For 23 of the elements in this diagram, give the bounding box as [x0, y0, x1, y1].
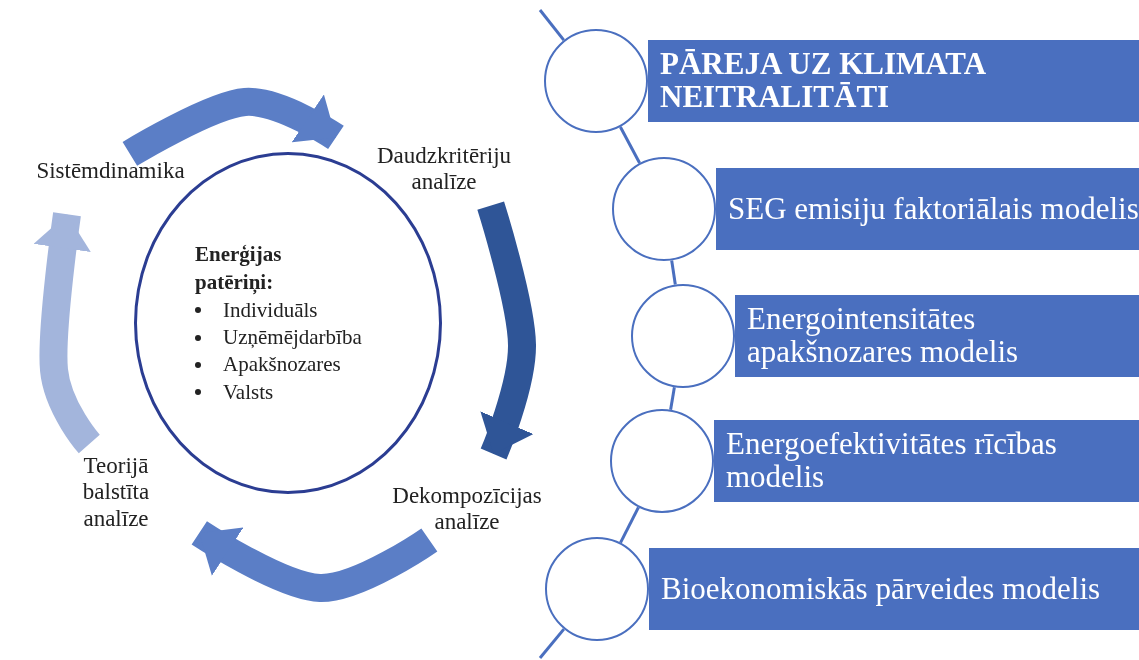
- model-bar: Bioekonomiskās pārveides modelis: [649, 548, 1139, 630]
- model-bar: PĀREJA UZ KLIMATA NEITRALITĀTI: [648, 40, 1139, 122]
- model-bar: Energointensitātes apakšnozares modelis: [735, 295, 1139, 377]
- curved-arrow: [191, 521, 438, 602]
- method-label: Teorijā balstīta analīze: [60, 453, 172, 533]
- list-item: Valsts: [223, 378, 274, 406]
- timeline-line: [619, 506, 640, 544]
- timeline-line: [538, 628, 566, 659]
- model-bar: SEG emisiju faktoriālais modelis: [716, 168, 1139, 250]
- timeline-line: [538, 9, 565, 42]
- method-label: Daudzkritēriju analīze: [355, 143, 533, 196]
- method-label: Dekompozīcijas analīze: [372, 483, 562, 536]
- list-item: Uzņēmējdarbība: [223, 324, 362, 352]
- model-bar: Energoefektivitātes rīcības modelis: [714, 420, 1139, 502]
- curved-arrow: [122, 88, 344, 166]
- curved-arrow: [477, 201, 536, 460]
- circle-heading: Enerģijas patēriņi:: [195, 241, 283, 297]
- timeline-line: [670, 260, 677, 285]
- timeline-line: [669, 387, 676, 410]
- list-item: Individuāls: [223, 296, 318, 324]
- list-item: Apakšnozares: [223, 351, 341, 379]
- method-label: Sistēmdinamika: [8, 158, 213, 185]
- timeline-line: [619, 126, 641, 164]
